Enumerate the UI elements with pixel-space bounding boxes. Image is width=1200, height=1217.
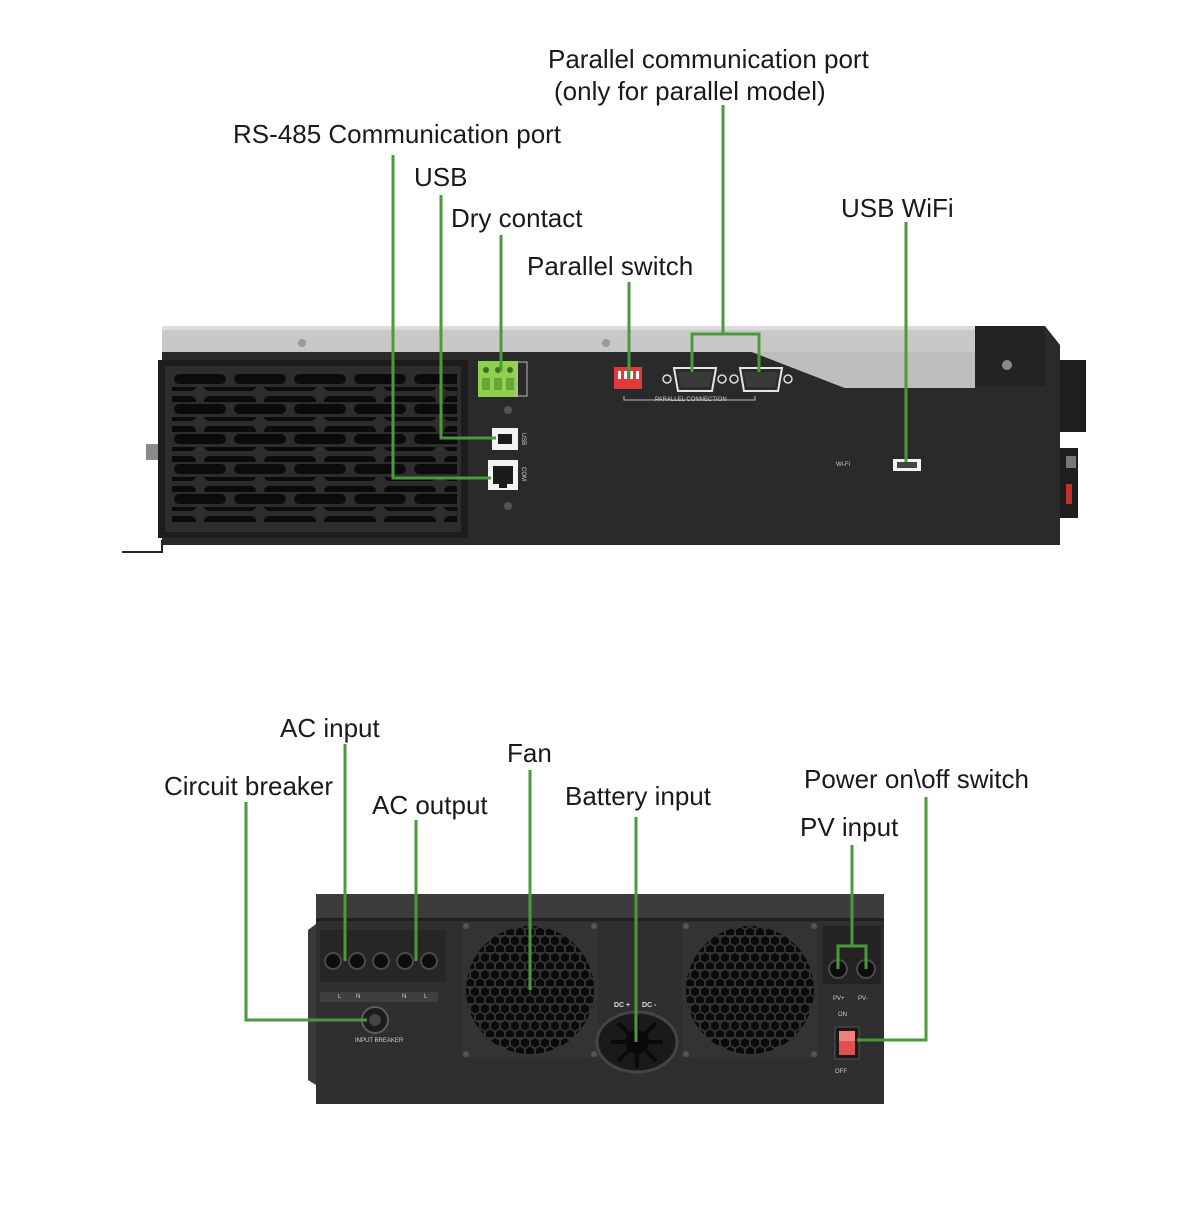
fan-right — [686, 926, 814, 1054]
dc-minus-text: DC - — [642, 1002, 657, 1009]
top-callout-lines — [391, 105, 908, 480]
inverter-side-view — [122, 326, 1086, 553]
top-cover — [162, 326, 975, 352]
parallel-port-1 — [662, 367, 727, 392]
parallel-comm-port-note: (only for parallel model) — [554, 76, 826, 106]
pv-plus-text: PV+ — [833, 996, 845, 1002]
terminal-label-l2: L — [424, 994, 428, 1000]
usb-port-text: USB — [520, 432, 527, 446]
parallel-port-2 — [729, 367, 793, 392]
circuit-breaker-label: Circuit breaker — [164, 771, 334, 801]
fan-label: Fan — [507, 738, 552, 768]
parallel-comm-port-label: Parallel communication port — [548, 44, 869, 74]
parallel-switch-label: Parallel switch — [527, 251, 694, 281]
inverter-rear-view — [308, 894, 884, 1104]
off-text: OFF — [835, 1069, 847, 1075]
pv-minus-text: PV- — [858, 996, 868, 1002]
input-breaker-text: INPUT BREAKER — [355, 1038, 404, 1044]
pv-input-label: PV input — [800, 812, 899, 842]
battery-input-label: Battery input — [565, 781, 711, 811]
dry-contact-label: Dry contact — [451, 203, 583, 233]
terminal-label-n2: N — [402, 994, 407, 1000]
ac-output-label: AC output — [372, 790, 488, 820]
bottom-callout-lines — [244, 744, 928, 1042]
usb-label: USB — [414, 162, 468, 192]
on-text: ON — [838, 1012, 847, 1018]
power-switch-label: Power on\off switch — [804, 764, 1029, 794]
dc-plus-text: DC + — [614, 1002, 631, 1009]
com-port-text: COM — [520, 467, 526, 481]
rs485-port-label: RS-485 Communication port — [233, 119, 562, 149]
ac-input-label: AC input — [280, 713, 380, 743]
parallel-connection-text: PARALLEL CONNECTION — [655, 397, 727, 403]
terminal-label-n1: N — [356, 994, 361, 1000]
usb-wifi-label: USB WiFi — [841, 193, 954, 223]
wifi-text: Wi-Fi — [836, 462, 850, 468]
terminal-label-l1: L — [338, 994, 342, 1000]
